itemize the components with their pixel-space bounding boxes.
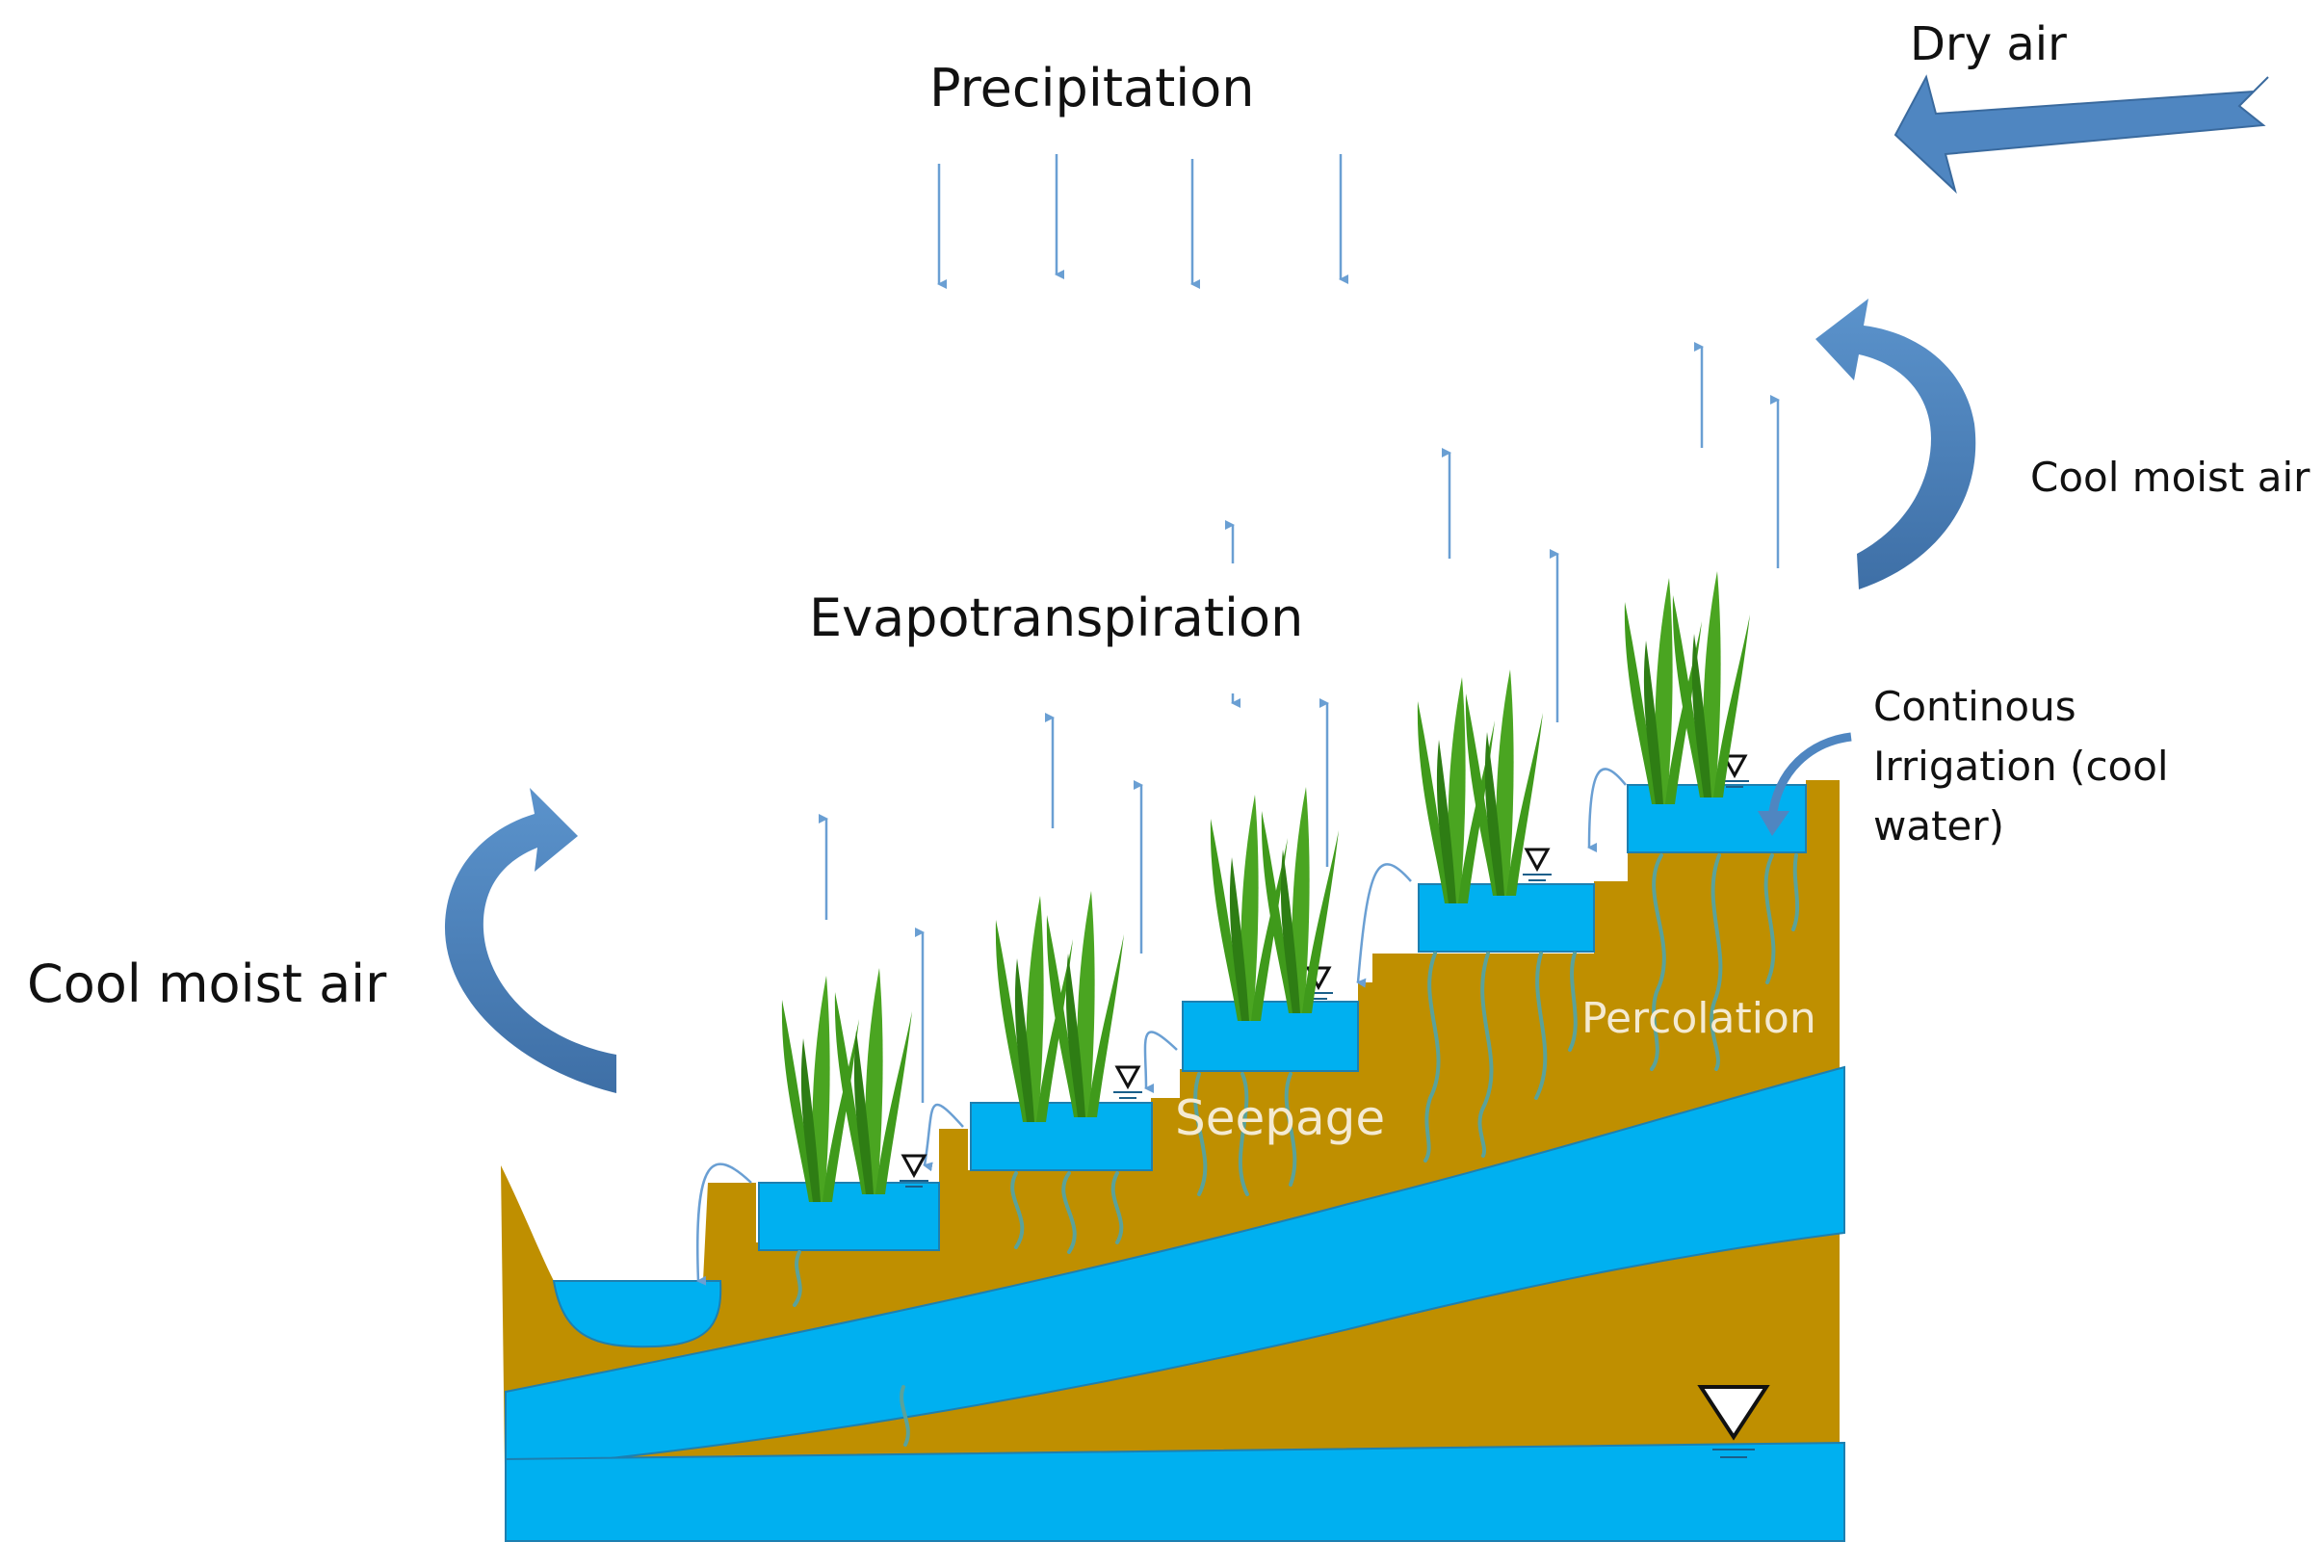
lower-aquifer bbox=[505, 1441, 1845, 1542]
plant-icon-2 bbox=[834, 968, 912, 1194]
paddy-pool-1 bbox=[758, 1182, 940, 1251]
percolation-label: Percolation bbox=[1581, 994, 1816, 1043]
plant-icon-4 bbox=[1046, 891, 1124, 1117]
paddy-pool-3 bbox=[1182, 1001, 1359, 1072]
irrigation-label-line3: water) bbox=[1873, 802, 2004, 849]
evapotranspiration-arrows bbox=[819, 342, 1780, 1103]
cool-moist-air-right-label: Cool moist air bbox=[2030, 454, 2311, 501]
cool-moist-air-left-arrow bbox=[444, 788, 616, 1093]
upper-aquifer bbox=[505, 1065, 1845, 1471]
overflow-curves bbox=[696, 768, 1627, 1286]
cool-moist-air-left-label: Cool moist air bbox=[27, 954, 387, 1014]
seepage-label: Seepage bbox=[1175, 1090, 1385, 1146]
cool-moist-air-right-arrow bbox=[1815, 299, 1976, 589]
paddy-pool-2 bbox=[970, 1102, 1153, 1171]
irrigation-label-line2: Irrigation (cool bbox=[1873, 743, 2169, 790]
left-pond bbox=[552, 1280, 722, 1348]
water-table-icon-2 bbox=[1111, 1065, 1144, 1100]
precipitation-label: Precipitation bbox=[929, 58, 1255, 118]
irrigation-label-line1: Continous bbox=[1873, 683, 2076, 730]
plant-icon-8 bbox=[1465, 669, 1543, 896]
irrigation-inlet-arrow bbox=[1767, 732, 1852, 820]
dry-air-arrow bbox=[1893, 74, 2269, 195]
irrigation-inlet-arrowhead bbox=[1758, 811, 1789, 836]
water-table-icon-4 bbox=[1521, 848, 1554, 882]
precipitation-arrows bbox=[937, 154, 1348, 289]
plant-icon-7 bbox=[1417, 677, 1495, 903]
evapotranspiration-label: Evapotranspiration bbox=[809, 588, 1303, 648]
groundwater-table-icon bbox=[1697, 1385, 1770, 1458]
dry-air-label: Dry air bbox=[1910, 17, 2067, 71]
roots bbox=[793, 853, 1800, 1447]
plant-icon-9 bbox=[1624, 578, 1702, 804]
